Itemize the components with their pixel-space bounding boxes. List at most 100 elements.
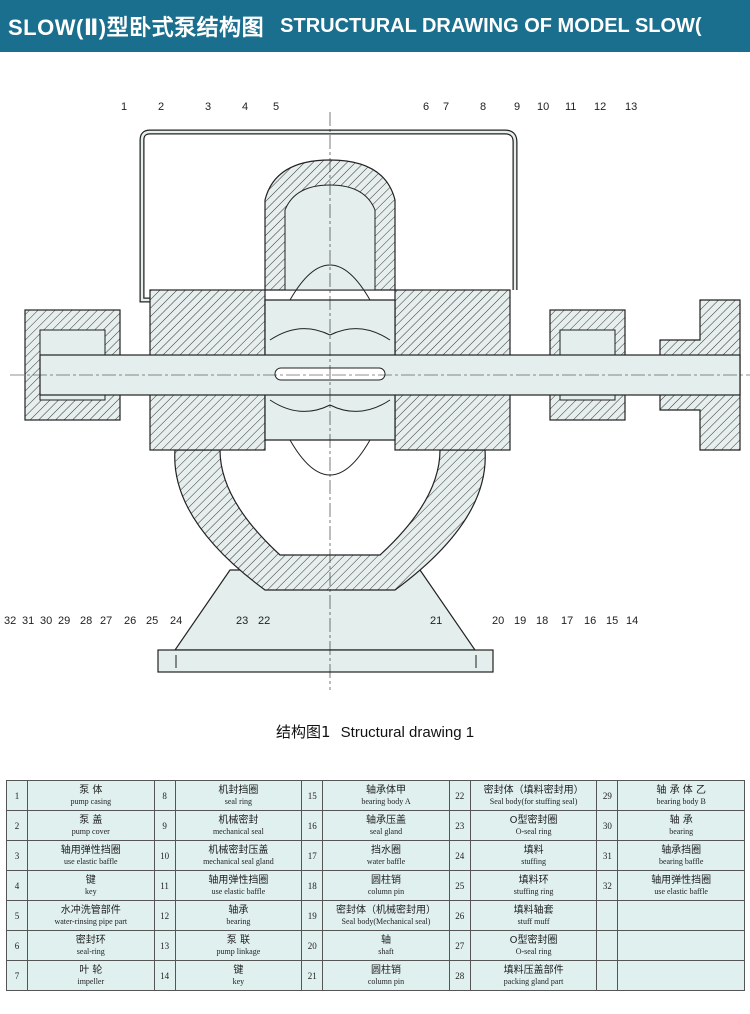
- part-name: 密封体（机械密封用）Seal body(Mechanical seal): [322, 900, 450, 931]
- callout-29: 29: [58, 615, 71, 627]
- part-number: 5: [6, 900, 28, 931]
- part-number: 30: [596, 810, 619, 841]
- empty-cell: [596, 900, 619, 931]
- part-number: 12: [153, 900, 176, 931]
- callout-11: 11: [565, 101, 577, 113]
- part-number: 2: [6, 810, 28, 841]
- callout-24: 24: [170, 615, 183, 627]
- part-number: 26: [448, 900, 471, 931]
- empty-cell: [617, 930, 745, 961]
- callout-16: 16: [584, 615, 597, 627]
- part-number: 18: [301, 870, 324, 901]
- empty-cell: [617, 900, 745, 931]
- callout-25: 25: [146, 615, 159, 627]
- callout-20: 20: [492, 615, 505, 627]
- part-number: 17: [301, 840, 324, 871]
- caption-english: Structural drawing 1: [340, 724, 475, 741]
- part-number: 13: [153, 930, 176, 961]
- callout-8: 8: [480, 101, 487, 113]
- callout-18: 18: [536, 615, 549, 627]
- title-banner: SLOW(Ⅱ)型卧式泵结构图 STRUCTURAL DRAWING OF MOD…: [0, 0, 750, 52]
- callout-22: 22: [258, 615, 271, 627]
- title-english: STRUCTURAL DRAWING OF MODEL SLOW(: [280, 14, 702, 37]
- part-number: 28: [448, 960, 471, 991]
- callout-15: 15: [606, 615, 619, 627]
- pump-base: [157, 569, 494, 673]
- callout-21: 21: [430, 615, 443, 627]
- callout-26: 26: [124, 615, 137, 627]
- callout-5: 5: [273, 101, 280, 113]
- part-number: 29: [596, 780, 619, 811]
- part-number: 23: [448, 810, 471, 841]
- callout-27: 27: [100, 615, 113, 627]
- empty-cell: [617, 960, 745, 991]
- part-number: 9: [153, 810, 176, 841]
- callout-4: 4: [242, 101, 249, 113]
- caption-chinese: 结构图1: [275, 723, 331, 741]
- part-number: 27: [448, 930, 471, 961]
- part-number: 31: [596, 840, 619, 871]
- empty-cell: [596, 960, 619, 991]
- part-number: 8: [153, 780, 176, 811]
- callout-28: 28: [80, 615, 93, 627]
- callout-30: 30: [40, 615, 53, 627]
- callout-6: 6: [423, 101, 430, 113]
- part-number: 11: [153, 870, 176, 901]
- callout-23: 23: [236, 615, 249, 627]
- part-number: 16: [301, 810, 324, 841]
- drawing-caption: 结构图1 Structural drawing 1: [0, 721, 750, 742]
- callout-31: 31: [22, 615, 35, 627]
- part-number: 14: [153, 960, 176, 991]
- callout-19: 19: [514, 615, 527, 627]
- callout-1: 1: [121, 101, 128, 113]
- part-number: 19: [301, 900, 324, 931]
- callout-7: 7: [443, 101, 450, 113]
- callout-32: 32: [4, 615, 17, 627]
- part-number: 7: [6, 960, 28, 991]
- part-number: 15: [301, 780, 324, 811]
- part-number: 25: [448, 870, 471, 901]
- callout-3: 3: [205, 101, 212, 113]
- part-number: 24: [448, 840, 471, 871]
- callout-2: 2: [158, 101, 165, 113]
- part-number: 21: [301, 960, 324, 991]
- callout-13: 13: [625, 101, 638, 113]
- callout-17: 17: [561, 615, 574, 627]
- part-number: 20: [301, 930, 324, 961]
- part-name: 密封体（填料密封用）Seal body(for stuffing seal): [469, 780, 598, 811]
- callout-9: 9: [514, 101, 521, 113]
- callout-10: 10: [537, 101, 550, 113]
- empty-cell: [596, 930, 619, 961]
